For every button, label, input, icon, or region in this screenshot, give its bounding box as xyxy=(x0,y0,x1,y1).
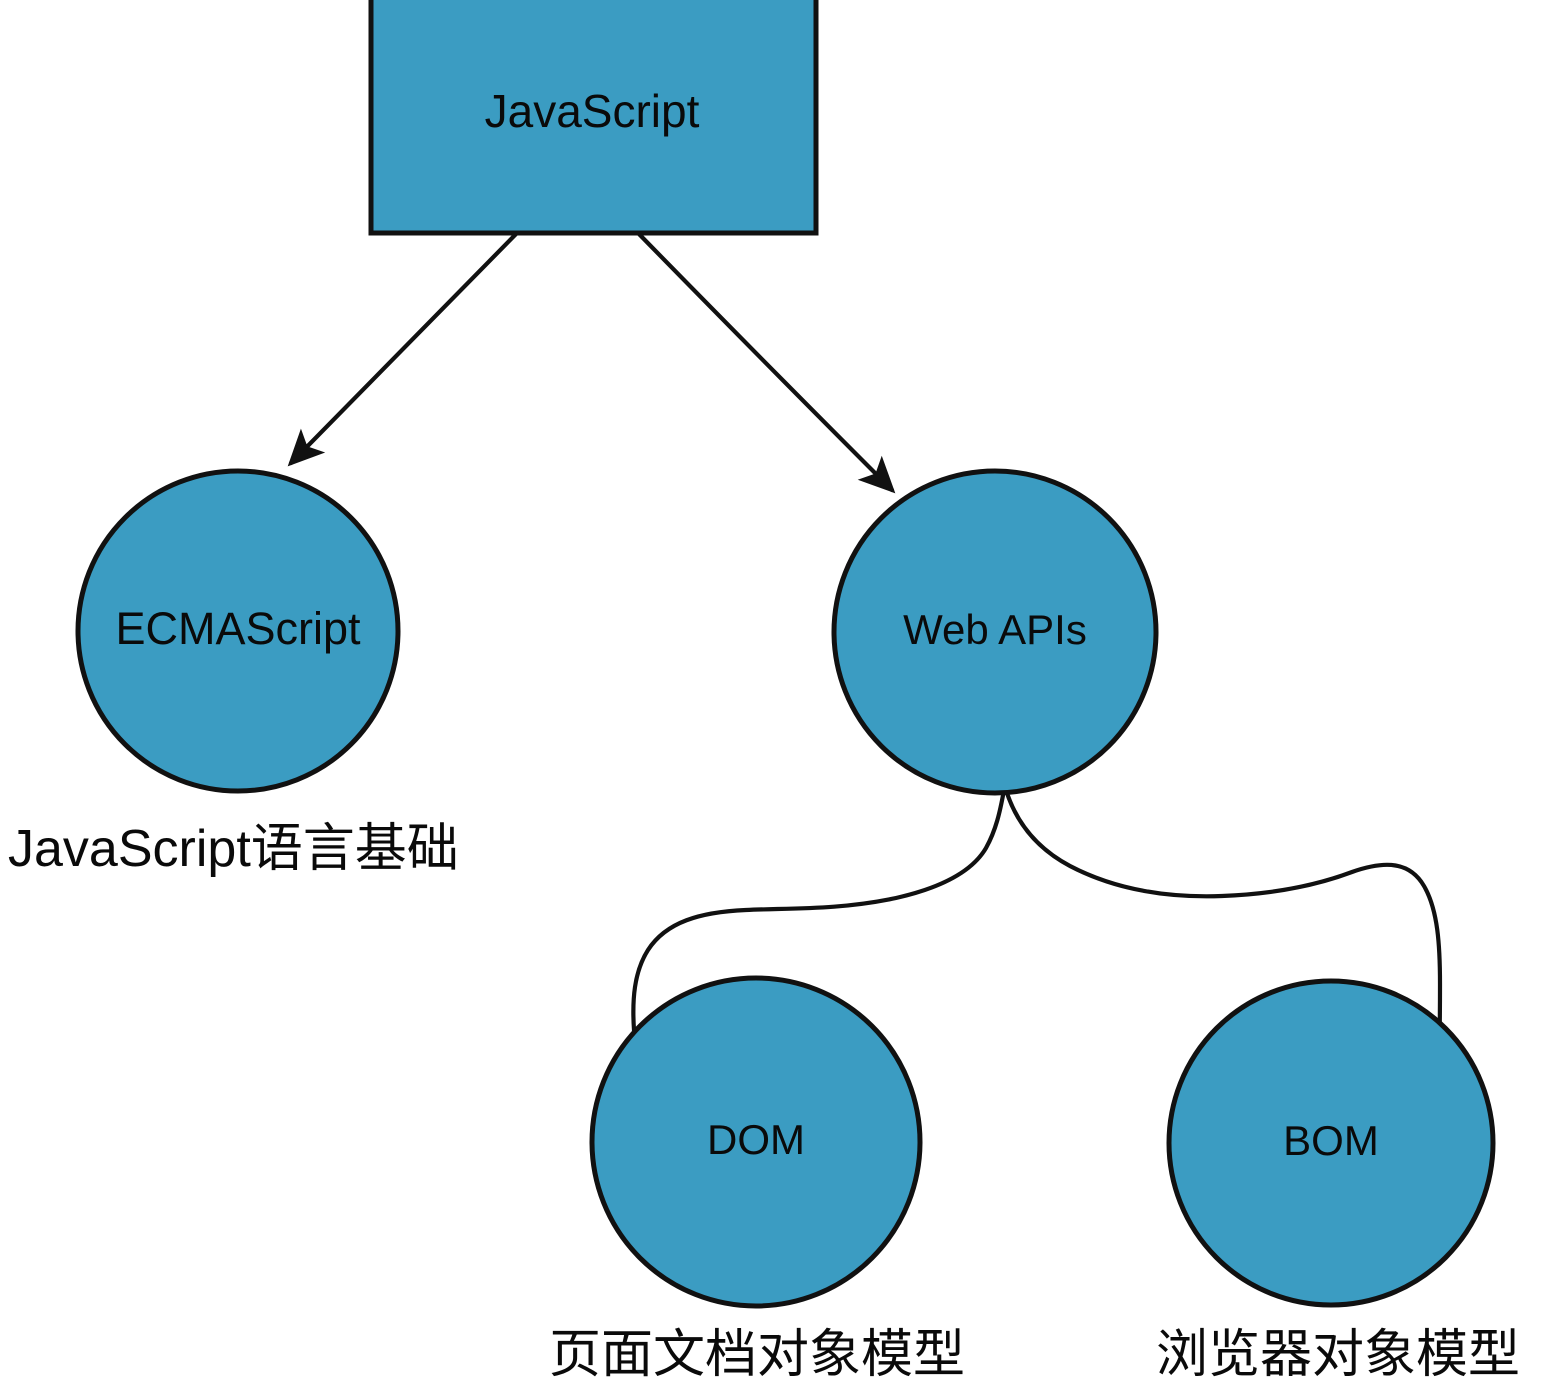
caption-group: JavaScript语言基础 页面文档对象模型 浏览器对象模型 xyxy=(8,820,1520,1384)
node-dom-label: DOM xyxy=(707,1116,805,1163)
node-javascript-label: JavaScript xyxy=(485,85,700,137)
node-webapis[interactable]: Web APIs xyxy=(831,468,1159,796)
node-javascript-shape xyxy=(368,0,819,236)
node-bom-label: BOM xyxy=(1283,1117,1379,1164)
edge-group xyxy=(287,231,1443,1121)
node-dom-shape xyxy=(589,975,923,1309)
caption-dom: 页面文档对象模型 xyxy=(549,1326,965,1384)
node-group: JavaScript ECMAScript Web APIs DOM BOM xyxy=(75,0,1496,1309)
node-ecmascript-label: ECMAScript xyxy=(115,603,361,654)
edge-javascript-to-webapis xyxy=(636,231,896,494)
node-bom-shape xyxy=(1166,978,1496,1308)
node-webapis-label: Web APIs xyxy=(903,606,1087,653)
caption-bom: 浏览器对象模型 xyxy=(1156,1326,1520,1384)
node-ecmascript-shape xyxy=(75,468,401,794)
node-javascript[interactable]: JavaScript xyxy=(368,0,819,236)
node-dom[interactable]: DOM xyxy=(589,975,923,1309)
node-ecmascript[interactable]: ECMAScript xyxy=(75,468,401,794)
edge-webapis-to-bom xyxy=(1003,787,1443,1103)
node-bom[interactable]: BOM xyxy=(1166,978,1496,1308)
edge-javascript-to-ecmascript xyxy=(287,231,519,467)
node-webapis-shape xyxy=(831,468,1159,796)
caption-ecmascript: JavaScript语言基础 xyxy=(8,820,459,878)
